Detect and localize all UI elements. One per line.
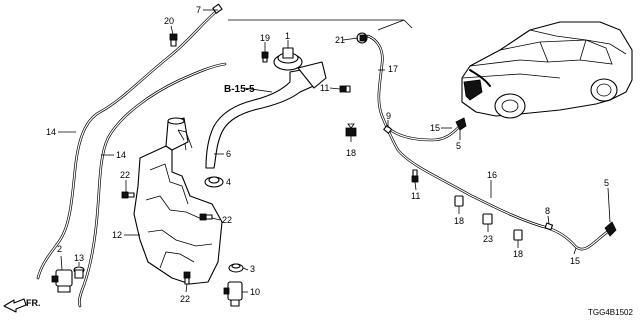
callout-4: 4 — [226, 177, 231, 187]
seal-3 — [228, 263, 244, 273]
clip-18-a — [345, 123, 357, 137]
callout-1: 1 — [285, 31, 290, 41]
callout-23: 23 — [483, 234, 493, 244]
washer-tank-12 — [133, 117, 223, 285]
grommet-4 — [204, 176, 224, 188]
callout-2: 2 — [57, 244, 62, 254]
seal-13 — [73, 266, 85, 279]
pump-2 — [51, 269, 73, 293]
clip-18-b — [454, 195, 464, 207]
hose-15-upper — [386, 124, 462, 142]
callout-19: 19 — [260, 33, 270, 43]
hose-17 — [366, 34, 612, 251]
callout-18-b: 18 — [454, 216, 464, 226]
callout-22-mid: 22 — [222, 215, 232, 225]
callout-14-right: 14 — [116, 150, 126, 160]
clip-21 — [356, 32, 368, 44]
callout-18-c: 18 — [513, 249, 523, 259]
clip-11-upper — [339, 85, 351, 93]
front-direction-arrow: FR. — [3, 298, 41, 313]
front-label: FR. — [26, 298, 41, 308]
callout-3: 3 — [250, 264, 255, 274]
callout-16: 16 — [487, 170, 497, 180]
leader-box — [228, 19, 413, 31]
bolt-22-mid — [199, 213, 213, 221]
callout-12: 12 — [112, 230, 122, 240]
callout-17: 17 — [388, 64, 398, 74]
callout-15-upper: 15 — [430, 123, 440, 133]
callout-11-lower: 11 — [411, 191, 420, 201]
hose-14-long — [36, 8, 220, 280]
nozzle-5-upper — [455, 117, 467, 131]
joint-9 — [383, 124, 393, 134]
callout-5-right: 5 — [604, 178, 609, 188]
callout-22-upper: 22 — [120, 170, 130, 180]
clip-19 — [261, 51, 269, 63]
callout-numbers: 7 20 1 19 21 17 11 9 15 5 18 16 11 18 23… — [46, 5, 609, 304]
bolt-22-lower — [183, 271, 191, 285]
callout-14-left: 14 — [46, 127, 56, 137]
clip-23 — [482, 213, 493, 225]
callout-9: 9 — [386, 111, 391, 121]
callout-6: 6 — [226, 149, 231, 159]
bolt-20 — [169, 33, 178, 47]
callout-11-upper: 11 — [320, 83, 329, 93]
nozzle-5-right — [604, 221, 617, 237]
callout-10: 10 — [250, 287, 260, 297]
callout-5-upper: 5 — [456, 141, 461, 151]
vehicle-illustration — [461, 21, 633, 119]
bracket-lines — [177, 129, 193, 149]
clip-11-lower — [411, 169, 419, 183]
joint-7 — [212, 3, 223, 14]
callout-8: 8 — [545, 206, 550, 216]
callout-7: 7 — [196, 5, 201, 15]
callout-13: 13 — [74, 253, 84, 263]
callout-18-a: 18 — [346, 148, 356, 158]
hose-14-second — [77, 62, 227, 308]
callout-15-lower: 15 — [570, 256, 580, 266]
diagram-code: TGG4B1502 — [588, 308, 633, 317]
joint-8 — [544, 222, 554, 231]
reference-label: B-15-5 — [224, 84, 255, 95]
callout-22-lower: 22 — [180, 294, 190, 304]
filler-pipe-6 — [205, 47, 327, 169]
bolt-22-upper — [121, 191, 135, 199]
pump-10 — [223, 281, 243, 307]
callout-20: 20 — [164, 16, 174, 26]
clip-18-c — [513, 229, 523, 241]
leaders — [58, 9, 611, 293]
callout-21: 21 — [335, 35, 345, 45]
